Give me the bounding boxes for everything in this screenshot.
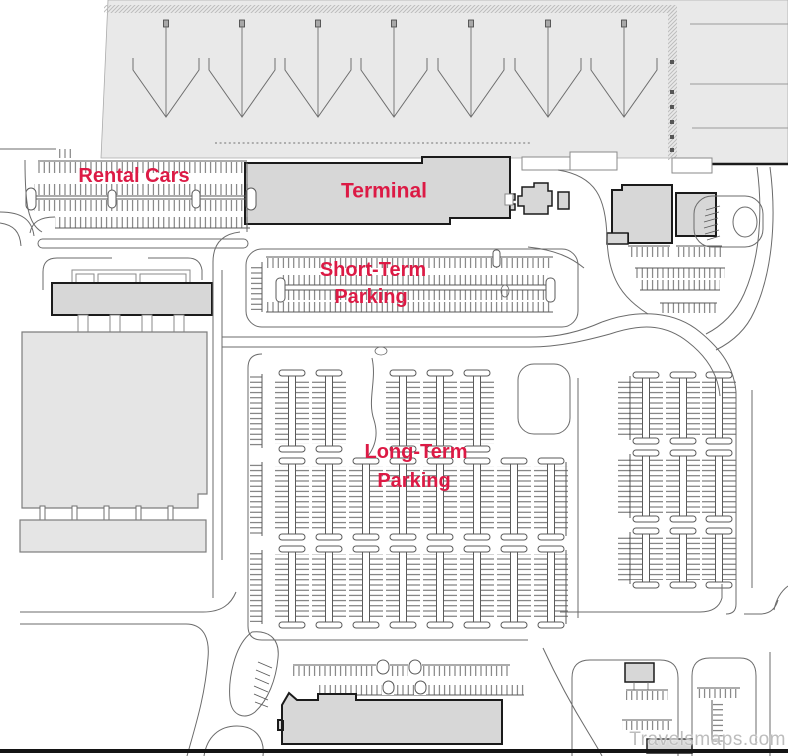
cross-building	[517, 182, 553, 215]
roads	[0, 159, 788, 756]
south-area	[277, 659, 740, 754]
jetbridge-dots	[670, 60, 674, 152]
gate-chevrons	[132, 58, 658, 118]
east-buildings	[504, 151, 764, 313]
short-term-label-line2: Parking	[334, 286, 408, 308]
rental-cars-label: Rental Cars	[78, 165, 190, 187]
east-parking-combs	[628, 245, 725, 313]
taxiway-lines	[690, 23, 788, 129]
small-building	[557, 191, 570, 210]
apron-edge-hatch-right	[668, 5, 677, 160]
gate-markings	[132, 19, 658, 118]
rental-cars-lot	[0, 148, 257, 249]
garage-annex	[606, 232, 629, 245]
apron-edge-hatch-top	[104, 5, 674, 13]
watermark: Travelsmaps.com	[629, 729, 786, 750]
west-buildings	[19, 257, 213, 553]
connector-building	[521, 156, 571, 171]
south-east-building	[624, 662, 655, 683]
connector-building	[671, 157, 713, 174]
terminal-label: Terminal	[341, 179, 427, 203]
apron-surface	[100, 0, 788, 165]
connector-building	[569, 151, 618, 171]
long-term-lot	[250, 369, 736, 629]
east-loop-parking	[693, 195, 764, 248]
apron-area	[100, 0, 788, 166]
long-term-lot-roads	[247, 353, 579, 641]
bottom-border-bar	[0, 749, 788, 753]
south-building	[277, 691, 503, 745]
small-structure	[504, 193, 514, 206]
large-warehouse-building	[21, 331, 208, 509]
long-term-label-line2: Parking	[377, 470, 451, 492]
cargo-building	[51, 282, 213, 316]
gate-lead-in-lines	[165, 27, 625, 117]
long-term-label-line1: Long-Term	[364, 441, 468, 463]
short-term-label-line1: Short-Term	[319, 259, 427, 281]
short-term-lot	[245, 248, 579, 356]
terminal-building	[244, 156, 511, 225]
warehouse-apron-strip	[19, 519, 207, 553]
